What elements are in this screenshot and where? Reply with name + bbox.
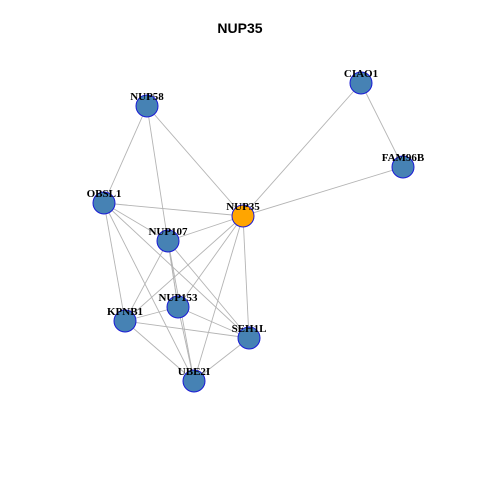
edge-nup35-kpnb1 <box>124 215 244 322</box>
edge-nup35-nup153 <box>177 215 244 308</box>
edge-nup107-seh1l <box>167 240 250 339</box>
edge-nup35-seh1l <box>242 215 250 339</box>
edge-seh1l-ube2i <box>193 337 250 382</box>
node-ube2i[interactable] <box>182 369 206 393</box>
node-label-kpnb1: KPNB1 <box>107 306 143 318</box>
node-label-seh1l: SEH1L <box>232 323 267 335</box>
node-nup35[interactable] <box>231 204 255 228</box>
edge-kpnb1-ube2i <box>124 320 195 382</box>
edge-nup35-ube2i <box>193 215 244 382</box>
node-label-nup58: NUP58 <box>130 91 164 103</box>
edge-nup58-obsl1 <box>103 105 148 204</box>
edge-obsl1-ube2i <box>103 202 195 382</box>
node-label-nup35: NUP35 <box>226 201 260 213</box>
edge-obsl1-nup107 <box>103 202 169 242</box>
node-label-ube2i: UBE2I <box>178 366 210 378</box>
node-layer <box>92 71 415 393</box>
edge-nup107-kpnb1 <box>124 240 169 322</box>
node-label-nup153: NUP153 <box>158 292 198 304</box>
edge-kpnb1-seh1l <box>124 320 250 339</box>
node-nup107[interactable] <box>156 229 180 253</box>
edge-nup58-nup35 <box>146 105 244 217</box>
node-label-obsl1: OBSL1 <box>87 188 122 200</box>
node-fam96b[interactable] <box>391 155 415 179</box>
node-seh1l[interactable] <box>237 326 261 350</box>
edge-nup153-ube2i <box>177 306 195 382</box>
edge-obsl1-seh1l <box>103 202 250 339</box>
node-nup153[interactable] <box>166 295 190 319</box>
node-kpnb1[interactable] <box>113 309 137 333</box>
edge-nup107-nup35 <box>167 215 244 242</box>
node-nup58[interactable] <box>135 94 159 118</box>
edge-ciao1-fam96b <box>360 82 404 168</box>
chart-title: NUP35 <box>217 20 263 36</box>
edge-fam96b-nup35 <box>242 166 404 217</box>
node-label-ciao1: CIAO1 <box>344 68 378 80</box>
edge-obsl1-kpnb1 <box>103 202 126 322</box>
edge-nup153-seh1l <box>177 306 250 339</box>
node-ciao1[interactable] <box>349 71 373 95</box>
node-obsl1[interactable] <box>92 191 116 215</box>
edge-obsl1-nup35 <box>103 202 244 217</box>
edge-ciao1-nup35 <box>242 82 362 217</box>
node-label-fam96b: FAM96B <box>382 152 425 164</box>
node-label-nup107: NUP107 <box>148 226 188 238</box>
